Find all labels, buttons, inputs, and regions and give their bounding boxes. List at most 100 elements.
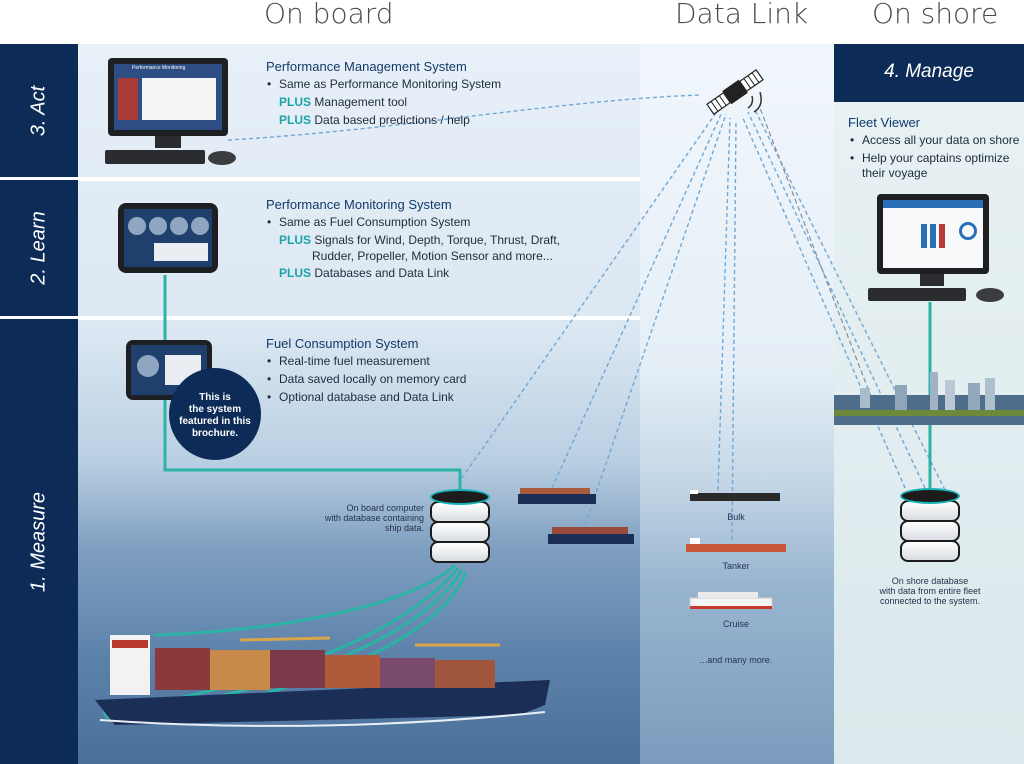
vessel-container-2 (548, 527, 634, 544)
pmon-gauge-2 (149, 217, 167, 235)
onboard-background (0, 44, 640, 764)
pms-monitor: Performance Monitoring (108, 58, 228, 136)
onboard-db-label-1: On board computer (346, 503, 424, 513)
satellite-signal-icon (747, 91, 762, 113)
row-label-learn: 2. Learn (0, 180, 78, 319)
fleet-bullet-1: Access all your data on shore (850, 133, 1019, 147)
badge-line-3: featured in this (179, 416, 251, 427)
featured-system-badge: This is the system featured in this broc… (169, 368, 261, 460)
onboard-db-label-2: with database containing (324, 513, 424, 523)
onboard-database-icon (430, 485, 490, 567)
fcs-tablet (126, 340, 212, 400)
pmon-bullet: Same as Fuel Consumption System (267, 215, 470, 229)
row-separator-learn (78, 316, 640, 320)
link-line-shore1 (741, 115, 906, 489)
teal-line-ship-1 (154, 563, 457, 637)
plus-word: PLUS (279, 233, 312, 247)
ship-label-bulk: Bulk (727, 512, 745, 522)
onshore-db-label-3: connected to the system. (879, 596, 981, 606)
fcs-bullet-3: Optional database and Data Link (267, 390, 454, 404)
pms-plus-1-text: Management tool (314, 95, 408, 109)
row-label-act: 3. Act (0, 44, 78, 180)
fcs-gauge (137, 355, 159, 377)
link-line-act (227, 94, 701, 141)
keyboard-shore (868, 288, 966, 301)
vessel-container-1 (518, 488, 596, 504)
ship-label-cruise: Cruise (722, 619, 749, 629)
fleet-screen-bars (921, 224, 951, 248)
ship-label-more: ...and many more. (699, 655, 773, 665)
link-line-ship1 (551, 111, 723, 489)
onshore-db-label: On shore database with data from entire … (852, 576, 1008, 606)
badge-line-1: This is (199, 392, 231, 403)
container-ship-illustration (95, 635, 550, 727)
ship-label-tanker: Tanker (722, 561, 750, 571)
pmon-tablet (118, 203, 218, 273)
fcs-bullet-1: Real-time fuel measurement (267, 354, 430, 368)
pmon-plus-1: PLUS Signals for Wind, Depth, Torque, Th… (279, 233, 560, 247)
pmon-plus-1a-text: Signals for Wind, Depth, Torque, Thrust,… (314, 233, 561, 247)
city-skyline-illustration (834, 372, 1024, 425)
link-line-onboard-db (461, 109, 719, 479)
onshore-db-label-1: On shore database (891, 576, 969, 586)
link-line-ship2 (584, 113, 727, 526)
link-line-shore3 (753, 107, 946, 491)
pms-monitor-stand (155, 136, 181, 148)
vessel-bulk (690, 490, 780, 501)
plus-word: PLUS (279, 95, 312, 109)
fleet-bullet-2-cont: their voyage (862, 166, 928, 180)
fleet-screen-gauge (959, 222, 977, 240)
pms-plus-2: PLUS Data based predictions / help (279, 113, 470, 127)
badge-line-4: brochure. (191, 428, 239, 439)
db-top (900, 488, 960, 504)
onboard-db-label: On board computer with database containi… (300, 503, 424, 533)
pmon-gauge-1 (128, 217, 146, 235)
onshore-db-label-2: with data from entire fleet (879, 586, 981, 596)
db-disk (900, 520, 960, 542)
pms-title: Performance Management System (266, 59, 467, 74)
manage-header: 4. Manage (834, 44, 1024, 102)
pmon-plus-2: PLUS Databases and Data Link (279, 266, 449, 280)
vessel-tanker (686, 538, 786, 552)
fleet-viewer-screen (883, 200, 983, 268)
pmon-title: Performance Monitoring System (266, 197, 452, 212)
db-top (430, 489, 490, 505)
plus-word: PLUS (279, 266, 312, 280)
fcs-bullet-2: Data saved locally on memory card (267, 372, 466, 386)
link-line-bulk (717, 117, 731, 491)
pmon-plus-1-cont: Rudder, Propeller, Motion Sensor and mor… (312, 249, 553, 263)
fcs-tablet-screen (131, 345, 207, 395)
pms-plus-2-text: Data based predictions / help (314, 113, 470, 127)
fcs-title: Fuel Consumption System (266, 336, 419, 351)
pmon-gauge-3 (170, 217, 188, 235)
datalink-header: Data Link (675, 0, 809, 30)
onboard-db-label-3: ship data. (384, 523, 424, 533)
teal-line-measure-to-db (163, 400, 462, 490)
pms-bullet: Same as Performance Monitoring System (267, 77, 501, 91)
onboard-header: On board (264, 0, 394, 30)
row-separator-act (78, 177, 640, 181)
pms-screen-title: Performance Monitoring (132, 65, 186, 71)
pms-monitor-screen: Performance Monitoring (114, 64, 222, 130)
pmon-tablet-screen (124, 209, 212, 267)
mouse-act (208, 151, 236, 165)
row-label-measure: 1. Measure (0, 319, 78, 764)
fleet-monitor-stand (920, 274, 944, 286)
onshore-header: On shore (872, 0, 999, 30)
pmon-gauge-4 (191, 217, 209, 235)
satellite-icon (706, 69, 764, 115)
fleet-screen-header (883, 200, 983, 208)
keyboard-act (105, 150, 205, 164)
plus-word: PLUS (279, 113, 312, 127)
manage-header-text: 4. Manage (884, 61, 974, 82)
db-disk (430, 521, 490, 543)
fleet-title: Fleet Viewer (848, 115, 921, 130)
vessel-cruise (689, 592, 773, 609)
pms-screen-panel (118, 78, 138, 120)
fleet-bullet-2: Help your captains optimize (850, 151, 1009, 165)
pms-screen-chart (142, 78, 216, 120)
pmon-data-table (154, 243, 208, 261)
db-disk (900, 540, 960, 562)
link-line-shore2 (747, 111, 926, 489)
